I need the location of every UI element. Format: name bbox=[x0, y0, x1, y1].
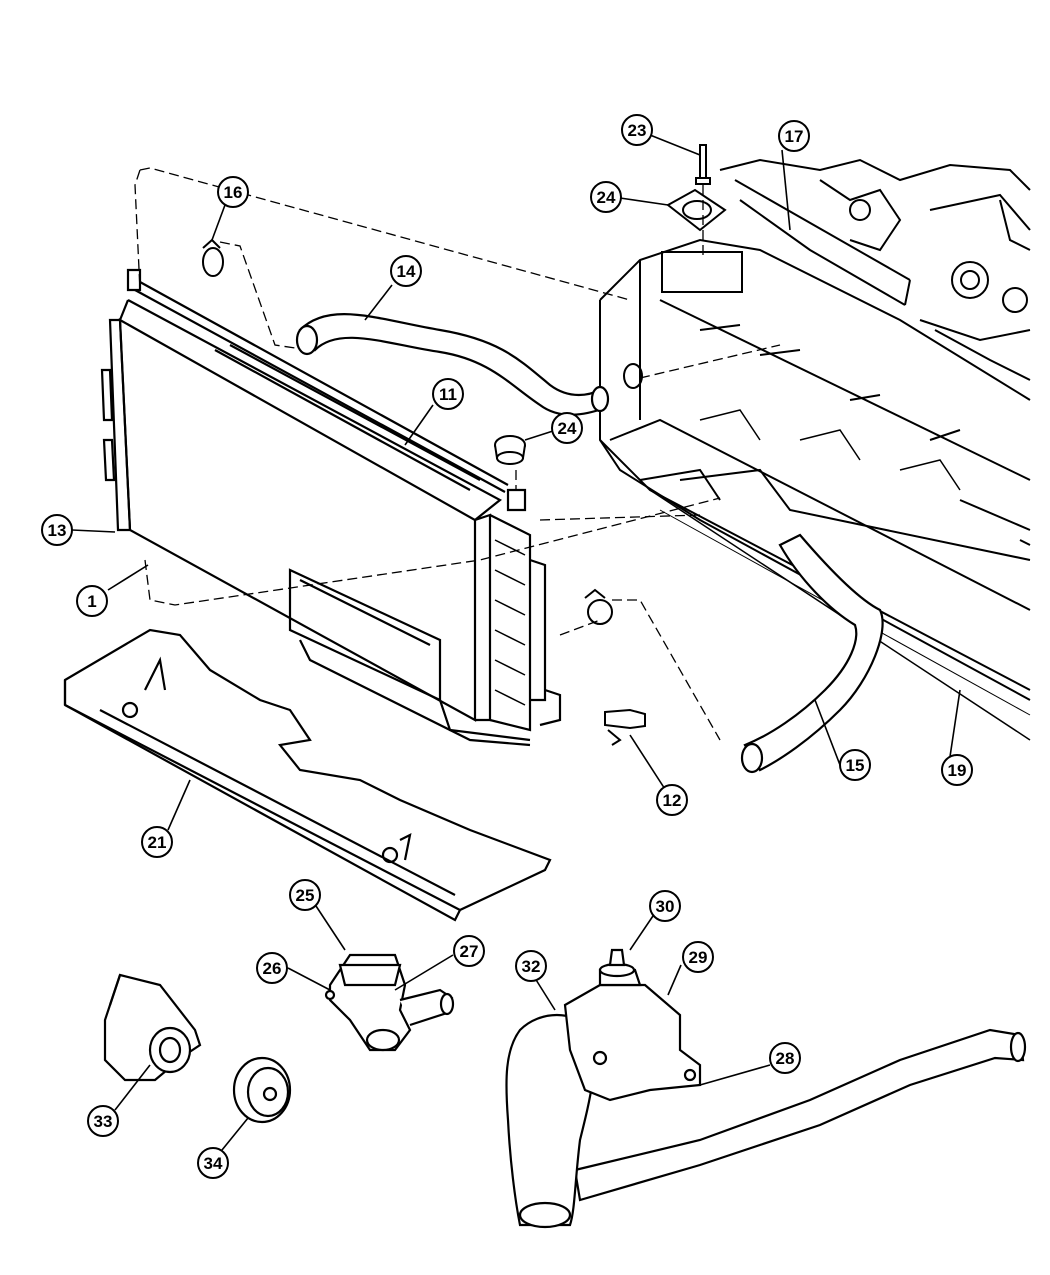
callout-15: 15 bbox=[839, 749, 871, 781]
clamp-16 bbox=[202, 238, 224, 277]
callout-29: 29 bbox=[682, 941, 714, 973]
insulator-24-upper bbox=[666, 188, 727, 232]
callout-27: 27 bbox=[453, 935, 485, 967]
callout-25: 25 bbox=[289, 879, 321, 911]
drain-cock-12 bbox=[604, 708, 646, 746]
thermostat-housing bbox=[324, 953, 455, 1052]
callout-34: 34 bbox=[197, 1147, 229, 1179]
water-inlet-assembly bbox=[505, 948, 1027, 1229]
callout-1-label: 1 bbox=[87, 592, 96, 611]
callout-26-label: 26 bbox=[263, 959, 282, 978]
callout-26: 26 bbox=[256, 952, 288, 984]
callout-34-label: 34 bbox=[204, 1154, 223, 1173]
callout-12-label: 12 bbox=[663, 791, 682, 810]
callout-32: 32 bbox=[515, 950, 547, 982]
engine-block-outline bbox=[719, 158, 1031, 381]
callout-27-label: 27 bbox=[460, 942, 479, 961]
callout-13: 13 bbox=[41, 514, 73, 546]
callouts: 1 11 12 13 14 15 16 17 bbox=[41, 114, 973, 1179]
callout-21-label: 21 bbox=[148, 833, 167, 852]
leader-lines bbox=[71, 134, 961, 1151]
thermostat-part bbox=[103, 973, 202, 1082]
insulator-24-lower bbox=[494, 435, 526, 465]
callout-32-label: 32 bbox=[522, 957, 541, 976]
callout-17: 17 bbox=[778, 120, 810, 152]
callout-13-label: 13 bbox=[48, 521, 67, 540]
clamp-upper-right bbox=[623, 363, 643, 389]
air-deflector-shield bbox=[63, 628, 552, 922]
callout-24-upper: 24 bbox=[590, 181, 622, 213]
callout-24-upper-label: 24 bbox=[597, 188, 616, 207]
callout-12: 12 bbox=[656, 784, 688, 816]
routing-lines bbox=[134, 167, 781, 741]
callout-17-label: 17 bbox=[785, 127, 804, 146]
callout-28: 28 bbox=[769, 1042, 801, 1074]
callout-23-label: 23 bbox=[628, 121, 647, 140]
callout-30: 30 bbox=[649, 890, 681, 922]
lower-radiator-hose bbox=[740, 533, 884, 774]
callout-11-label: 11 bbox=[439, 385, 457, 404]
bolt-23 bbox=[695, 144, 711, 185]
callout-16: 16 bbox=[217, 176, 249, 208]
callout-19: 19 bbox=[941, 754, 973, 786]
upper-radiator-hose bbox=[295, 313, 610, 416]
callout-1: 1 bbox=[76, 585, 108, 617]
callout-28-label: 28 bbox=[776, 1049, 795, 1068]
callout-24-lower: 24 bbox=[551, 412, 583, 444]
callout-23: 23 bbox=[621, 114, 653, 146]
callout-33-label: 33 bbox=[94, 1112, 113, 1131]
callout-19-label: 19 bbox=[948, 761, 967, 780]
clamp-lower-right bbox=[584, 588, 613, 625]
callout-29-label: 29 bbox=[689, 948, 708, 967]
callout-24-lower-label: 24 bbox=[558, 419, 577, 438]
callout-14-label: 14 bbox=[397, 262, 416, 281]
callout-21: 21 bbox=[141, 826, 173, 858]
callout-15-label: 15 bbox=[846, 756, 865, 775]
pressure-cap-part bbox=[232, 1056, 292, 1124]
callout-30-label: 30 bbox=[656, 897, 675, 916]
callout-25-label: 25 bbox=[296, 886, 315, 905]
front-crossmember-frame bbox=[599, 238, 1031, 741]
callout-16-label: 16 bbox=[224, 183, 243, 202]
radiator-assembly bbox=[100, 268, 562, 747]
callout-14: 14 bbox=[390, 255, 422, 287]
callout-11: 11 bbox=[432, 378, 464, 410]
callout-33: 33 bbox=[87, 1105, 119, 1137]
